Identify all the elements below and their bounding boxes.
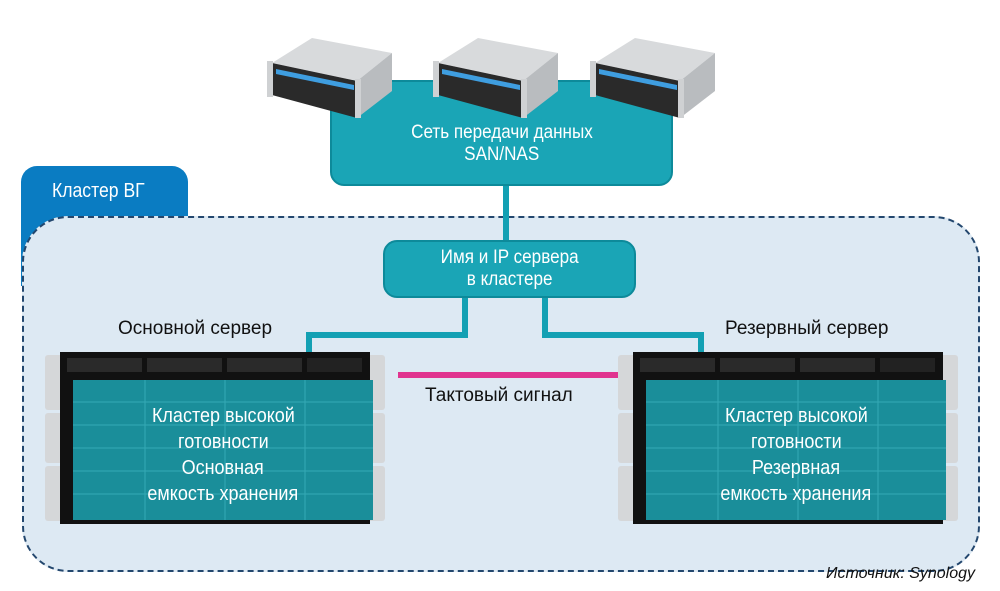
storage-unit-icon <box>267 38 392 118</box>
primary-server-text: Кластер высокой готовности Основная емко… <box>73 400 373 510</box>
backup-line-3: Резервная <box>751 457 841 479</box>
connector-ip-to-primary-h <box>306 332 468 338</box>
backup-server-text: Кластер высокой готовности Резервная емк… <box>646 400 946 510</box>
san-line-2: SAN/NAS <box>463 144 540 165</box>
backup-line-2: готовности <box>750 431 842 453</box>
heartbeat-line <box>398 372 622 378</box>
rack-server-icon <box>618 352 958 524</box>
connector-ip-to-backup-h <box>542 332 704 338</box>
connector-ip-to-primary-down <box>306 332 312 352</box>
storage-unit-icon <box>590 38 715 118</box>
backup-server-label: Резервный сервер <box>725 318 889 339</box>
source-caption: Источник: Synology <box>826 565 976 582</box>
cluster-ip-box: Имя и IP сервера в кластере <box>383 240 636 298</box>
heartbeat-label: Тактовый сигнал <box>425 385 573 406</box>
backup-server: Кластер высокой готовности Резервная емк… <box>618 350 958 525</box>
rack-server-icon <box>45 352 385 524</box>
cluster-tab-label: Кластер ВГ <box>52 180 145 202</box>
san-line-1: Сеть передачи данных <box>410 122 593 143</box>
primary-server-label: Основной сервер <box>118 318 273 339</box>
storage-unit-icon <box>433 38 558 118</box>
ip-line-2: в кластере <box>466 269 553 290</box>
backup-line-4: емкость хранения <box>720 483 872 505</box>
backup-line-1: Кластер высокой <box>724 405 868 427</box>
primary-line-3: Основная <box>181 457 265 479</box>
connector-ip-to-primary-v <box>462 297 468 335</box>
primary-line-2: готовности <box>177 431 269 453</box>
connector-san-to-ip <box>503 186 509 242</box>
ip-line-1: Имя и IP сервера <box>440 247 579 268</box>
primary-server: Кластер высокой готовности Основная емко… <box>45 350 385 525</box>
connector-ip-to-backup-down <box>698 332 704 352</box>
connector-ip-to-backup-v <box>542 297 548 335</box>
primary-line-1: Кластер высокой <box>151 405 295 427</box>
primary-line-4: емкость хранения <box>147 483 299 505</box>
